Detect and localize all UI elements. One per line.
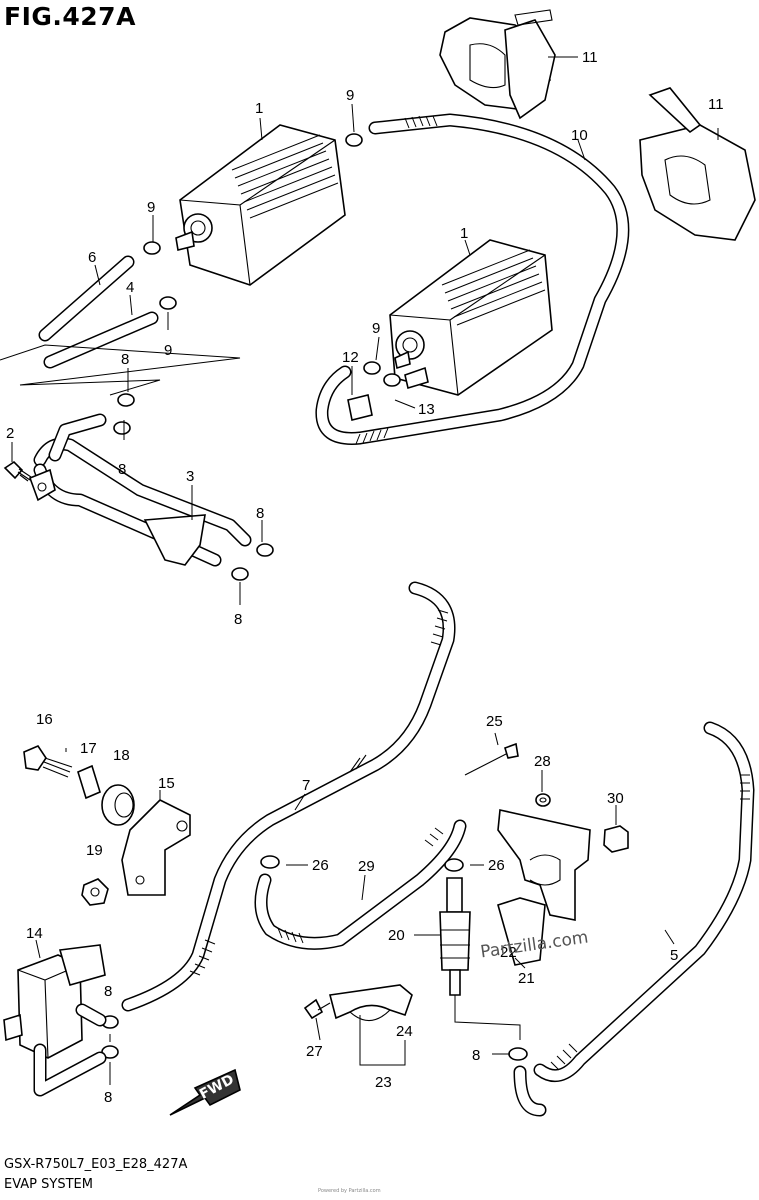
canister-lower <box>389 239 553 396</box>
callout-7: 7 <box>302 777 310 794</box>
hose-10 <box>315 113 630 445</box>
hose-6 <box>38 255 135 342</box>
cap-12 <box>347 394 373 421</box>
callout-19: 19 <box>86 842 103 859</box>
bolt-25 <box>464 742 519 776</box>
callout-1a: 1 <box>255 100 263 117</box>
callout-14: 14 <box>26 925 43 942</box>
callout-6: 6 <box>88 249 96 266</box>
bolt-16 <box>23 745 73 778</box>
callout-15: 15 <box>158 775 175 792</box>
callout-8b: 8 <box>118 461 126 478</box>
callout-2: 2 <box>6 425 14 442</box>
callout-17: 17 <box>80 740 97 757</box>
callout-18: 18 <box>113 747 130 764</box>
callout-5: 5 <box>670 947 678 964</box>
bracket-11-upper <box>439 9 556 120</box>
hose-29 <box>254 819 467 950</box>
fine-print: Powered by Partzilla.com <box>318 1188 381 1194</box>
callout-1b: 1 <box>460 225 468 242</box>
callout-22: 22 <box>500 944 517 961</box>
callout-30: 30 <box>607 790 624 807</box>
grommet-18 <box>101 784 135 826</box>
valve-20 <box>439 877 521 1040</box>
callout-8c: 8 <box>256 505 264 522</box>
callout-25: 25 <box>486 713 503 730</box>
callout-9a: 9 <box>346 87 354 104</box>
callout-16: 16 <box>36 711 53 728</box>
bracket-21 <box>497 809 591 966</box>
fwd-arrow: FWD <box>169 1068 241 1116</box>
callout-3: 3 <box>186 468 194 485</box>
callout-10: 10 <box>571 127 588 144</box>
callout-26a: 26 <box>312 857 329 874</box>
callout-8f: 8 <box>104 1089 112 1106</box>
callout-8g: 8 <box>472 1047 480 1064</box>
solenoid-valve-14 <box>3 944 107 1097</box>
callout-21: 21 <box>518 970 535 987</box>
figure-title: FIG.427A <box>4 2 136 31</box>
cushion-30 <box>603 825 629 853</box>
callout-13: 13 <box>418 401 435 418</box>
callout-27: 27 <box>306 1043 323 1060</box>
callout-12: 12 <box>342 349 359 366</box>
callout-9d: 9 <box>372 320 380 337</box>
washer-28 <box>535 793 551 807</box>
figure-code: GSX-R750L7_E03_E28_427A <box>4 1157 188 1172</box>
callout-11b: 11 <box>708 96 724 113</box>
figure-name: EVAP SYSTEM <box>4 1177 93 1192</box>
callout-28: 28 <box>534 753 551 770</box>
bolt-2 <box>3 460 32 482</box>
nut-19 <box>81 878 109 906</box>
bracket-23 <box>328 984 413 1022</box>
hose-5 <box>533 721 755 1083</box>
callout-8a: 8 <box>121 351 129 368</box>
callout-9c: 9 <box>164 342 172 359</box>
callout-8d: 8 <box>234 611 242 628</box>
screw-27 <box>303 998 331 1020</box>
hose-7 <box>121 581 456 1012</box>
callout-4: 4 <box>126 279 134 296</box>
callout-numbers: 1 1 2 3 4 5 6 7 8 8 8 8 8 8 8 9 9 9 9 10… <box>6 49 724 1106</box>
callout-23: 23 <box>375 1074 392 1091</box>
bracket-15 <box>121 799 191 896</box>
callout-8e: 8 <box>104 983 112 1000</box>
callout-11a: 11 <box>582 49 598 66</box>
callout-9b: 9 <box>147 199 155 216</box>
callout-29: 29 <box>358 858 375 875</box>
callout-26b: 26 <box>488 857 505 874</box>
bracket-11-right <box>639 87 756 241</box>
leader-lines <box>0 56 719 1085</box>
hose-4 <box>43 311 159 369</box>
callout-20: 20 <box>388 927 405 944</box>
hose-20-outlet <box>513 1065 547 1117</box>
canister-upper <box>175 124 346 286</box>
collar-17 <box>77 764 101 800</box>
pipe-assy-3 <box>28 413 252 567</box>
clamps <box>101 133 528 1061</box>
callout-24: 24 <box>396 1023 413 1040</box>
